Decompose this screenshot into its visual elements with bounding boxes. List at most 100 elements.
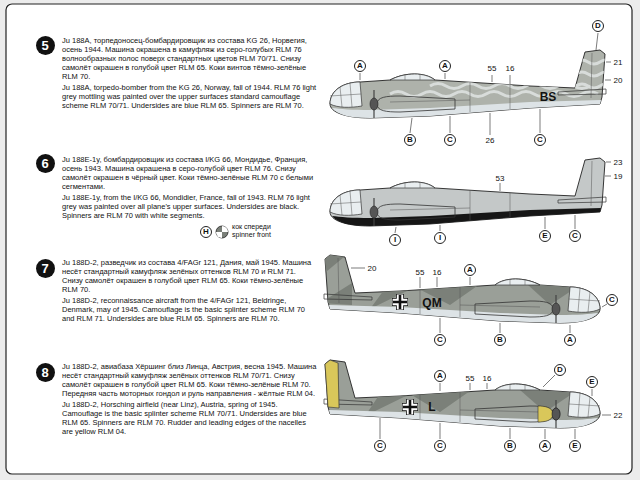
leader-line	[437, 277, 438, 287]
aircraft-profile	[325, 255, 600, 323]
aircraft-code: L	[428, 401, 435, 414]
leader-line	[490, 113, 491, 135]
aircraft-profile	[390, 92, 598, 97]
part-number: 55	[416, 268, 425, 277]
callout-text: I	[439, 234, 441, 242]
part-number: 20	[368, 264, 377, 273]
aircraft-profile	[325, 360, 600, 428]
aircraft-profile	[576, 84, 612, 88]
callout-letter: C	[606, 294, 618, 306]
leader-line	[592, 389, 593, 396]
leader-line	[492, 75, 493, 82]
callout-text: D	[557, 366, 563, 374]
aircraft-profile	[576, 72, 612, 76]
page-frame	[6, 4, 632, 474]
leader-line	[602, 415, 611, 416]
callout-letter: C	[534, 134, 546, 146]
callout-text: A	[442, 62, 448, 70]
aircraft-profile	[552, 408, 560, 420]
callout-text: C	[377, 442, 383, 450]
profile-number: 8	[36, 363, 55, 382]
leader-line	[351, 33, 611, 439]
callout-letter: B	[504, 440, 516, 452]
aircraft-code: QM	[422, 297, 441, 310]
callout-text: C	[572, 232, 578, 240]
callout-text: C	[437, 336, 443, 344]
aircraft-profile	[330, 50, 612, 118]
callout-letter: E	[569, 440, 581, 452]
leader-line	[360, 73, 361, 80]
aircraft-profile	[320, 252, 350, 277]
leader-line	[570, 325, 571, 333]
callout-text: A	[542, 442, 548, 450]
description-text: Ju 188D-2, авиабаза Хёршинг близ Линца, …	[62, 362, 317, 398]
part-number: 26	[486, 136, 495, 145]
callout-letter: A	[354, 60, 366, 72]
leader-line	[420, 277, 421, 288]
part-number: 16	[483, 374, 492, 383]
callout-letter: A	[434, 370, 446, 382]
leader-line	[602, 304, 607, 307]
leader-line	[545, 429, 546, 439]
aircraft-profile	[330, 158, 605, 226]
cross-marking	[392, 294, 408, 310]
callout-letter: B	[404, 134, 416, 146]
callout-text: D	[595, 22, 601, 30]
callout-letter: B	[494, 334, 506, 346]
part-number: 16	[506, 64, 515, 73]
leader-line	[596, 33, 598, 50]
leader-line	[605, 176, 611, 177]
leader-line	[575, 429, 576, 439]
profile-number: 5	[36, 36, 55, 55]
part-number: 21	[614, 58, 623, 67]
aircraft-profile	[320, 252, 580, 309]
aircraft-profile	[324, 360, 600, 428]
callout-letter: C	[444, 134, 456, 146]
callout-letter: C	[374, 440, 386, 452]
callout-text: C	[609, 296, 615, 304]
callout-text: E	[572, 442, 577, 450]
aircraft-code: BS	[540, 91, 557, 104]
callout-letter: I	[389, 234, 401, 246]
callout-letter: I	[434, 232, 446, 244]
leader-line	[410, 118, 412, 133]
profile-number: 7	[36, 259, 55, 278]
aircraft-profile	[330, 161, 606, 226]
part-number: 22	[614, 411, 623, 420]
callout-text: C	[437, 442, 443, 450]
callout-text: B	[407, 136, 413, 144]
callout-text: B	[497, 336, 503, 344]
part-number: 16	[433, 268, 442, 277]
aircraft-profile	[576, 60, 612, 64]
aircraft-profile	[325, 360, 339, 408]
description-text: Ju 188A, torpedo-bomber from the KG 26, …	[62, 83, 317, 110]
leader-line	[487, 383, 488, 389]
callout-text: A	[567, 336, 573, 344]
leader-line	[380, 418, 381, 439]
leader-line	[450, 116, 451, 133]
part-number: 20	[614, 76, 623, 85]
description-text: Ju 188D-2, reconnaissance aircraft from …	[62, 296, 317, 323]
callout-letter: E	[539, 230, 551, 242]
callout-text: A	[437, 372, 443, 380]
callout-text: C	[447, 136, 453, 144]
callout-text: E	[542, 232, 547, 240]
callout-letter: A	[464, 264, 476, 276]
aircraft-profile	[330, 158, 606, 226]
callout-text: E	[589, 378, 594, 386]
leader-line	[351, 268, 365, 269]
callout-letter: H	[200, 226, 212, 238]
leader-line	[445, 73, 446, 79]
leader-line	[440, 423, 441, 439]
leader-line	[440, 318, 441, 333]
leader-line	[605, 80, 611, 81]
leader-line	[440, 225, 441, 231]
spinner-icon	[216, 226, 228, 238]
part-number: 53	[496, 174, 505, 183]
callout-letter: C	[434, 440, 446, 452]
callout-letter: A	[439, 60, 451, 72]
cross-marking	[402, 399, 418, 415]
leader-line	[440, 383, 441, 391]
callout-text: B	[507, 442, 513, 450]
